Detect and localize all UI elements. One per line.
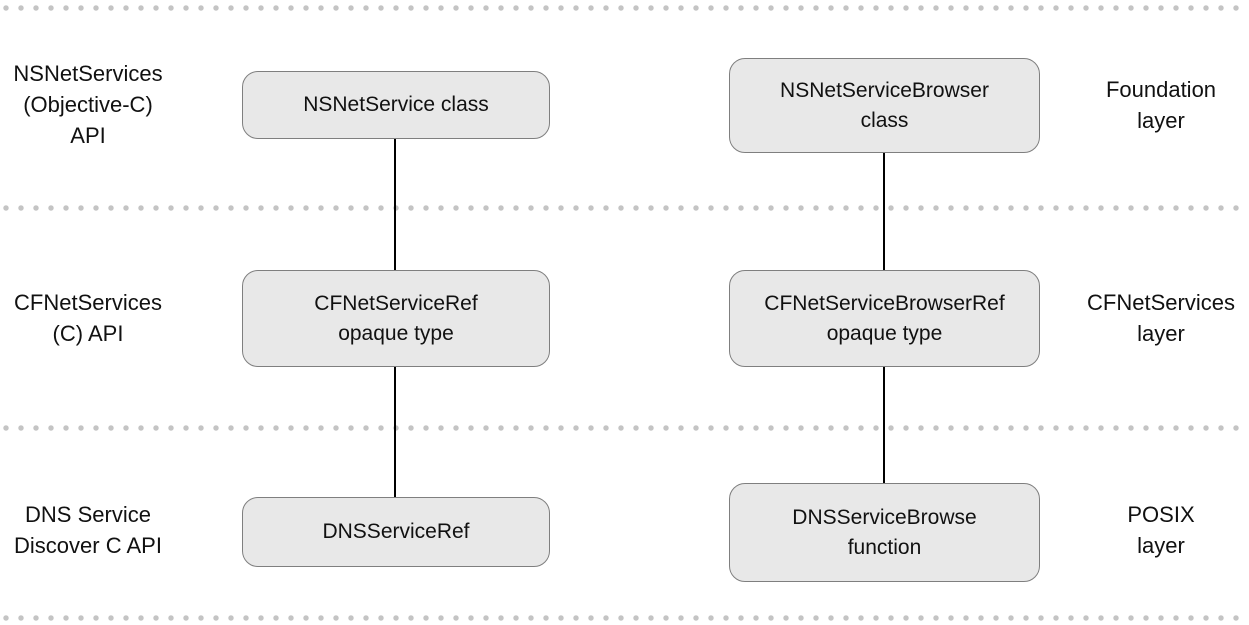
connector-cfnetserviceref-to-dnsserviceref — [394, 367, 396, 497]
label-foundation-layer: Foundation layer — [1105, 77, 1217, 133]
connector-cfbrowserref-to-dnsservicebrowse — [883, 367, 885, 483]
label-cfnetservices-layer: CFNetServices layer — [1087, 290, 1235, 346]
label-posix-layer: POSIX layer — [1127, 502, 1195, 558]
dotted-separator-cfnet — [3, 425, 1247, 431]
node-dnsserviceref: DNSServiceRef — [242, 497, 550, 567]
dotted-separator-bottom — [3, 615, 1247, 621]
label-cfnetservices-api: CFNetServices (C) API — [14, 290, 162, 346]
node-nsnetservicebrowser-class: NSNetServiceBrowser class — [729, 58, 1040, 153]
label-nsnetservices-api: NSNetServices (Objective-C) API — [13, 61, 163, 148]
node-nsnetservice-class: NSNetService class — [242, 71, 550, 139]
node-cfnetserviceref-opaque-type: CFNetServiceRef opaque type — [242, 270, 550, 367]
connector-nsnetservicebrowser-to-cfbrowserref — [883, 153, 885, 270]
label-dns-service-discover-api: DNS Service Discover C API — [14, 502, 162, 558]
dotted-separator-foundation — [3, 205, 1247, 211]
node-cfnetservicebrowserref-opaque-type: CFNetServiceBrowserRef opaque type — [729, 270, 1040, 367]
node-dnsservicebrowse-function: DNSServiceBrowse function — [729, 483, 1040, 582]
dotted-separator-top — [3, 5, 1247, 11]
connector-nsnetservice-to-cfnetserviceref — [394, 139, 396, 270]
